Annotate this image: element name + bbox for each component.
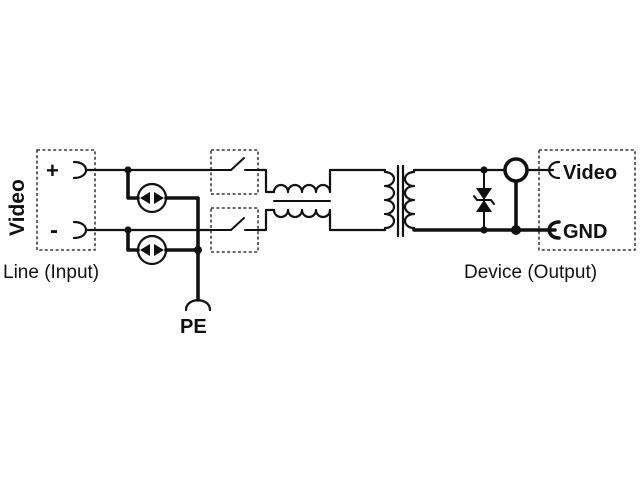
input-minus-jack-icon bbox=[72, 220, 88, 240]
tvs-diode-icon bbox=[473, 169, 495, 231]
output-caption: Device (Output) bbox=[464, 262, 597, 283]
input-terminal-box bbox=[36, 149, 96, 251]
switch-icon bbox=[210, 157, 259, 171]
gas-discharge-tube-icon bbox=[136, 182, 168, 214]
pe-ground-icon bbox=[184, 299, 212, 312]
switch-box bbox=[210, 207, 259, 253]
output-video-jack-icon bbox=[548, 160, 561, 180]
common-mode-choke-icon bbox=[256, 168, 387, 232]
coax-shield-icon bbox=[503, 157, 529, 183]
input-plus-label: + bbox=[46, 158, 59, 183]
output-gnd-jack-icon bbox=[547, 220, 561, 240]
input-signal-label: Video bbox=[6, 179, 29, 236]
gas-discharge-tube-icon bbox=[136, 234, 168, 266]
switch-box bbox=[210, 149, 259, 195]
pe-label: PE bbox=[180, 316, 207, 338]
input-minus-label: - bbox=[50, 217, 58, 244]
output-terminal-box bbox=[538, 149, 636, 251]
transformer-icon bbox=[383, 164, 416, 238]
input-caption: Line (Input) bbox=[3, 262, 99, 283]
input-wiring bbox=[84, 166, 213, 302]
output-video-label: Video bbox=[563, 162, 617, 184]
output-gnd-label: GND bbox=[563, 221, 607, 243]
switch-icon bbox=[210, 217, 259, 231]
input-plus-jack-icon bbox=[72, 160, 88, 180]
